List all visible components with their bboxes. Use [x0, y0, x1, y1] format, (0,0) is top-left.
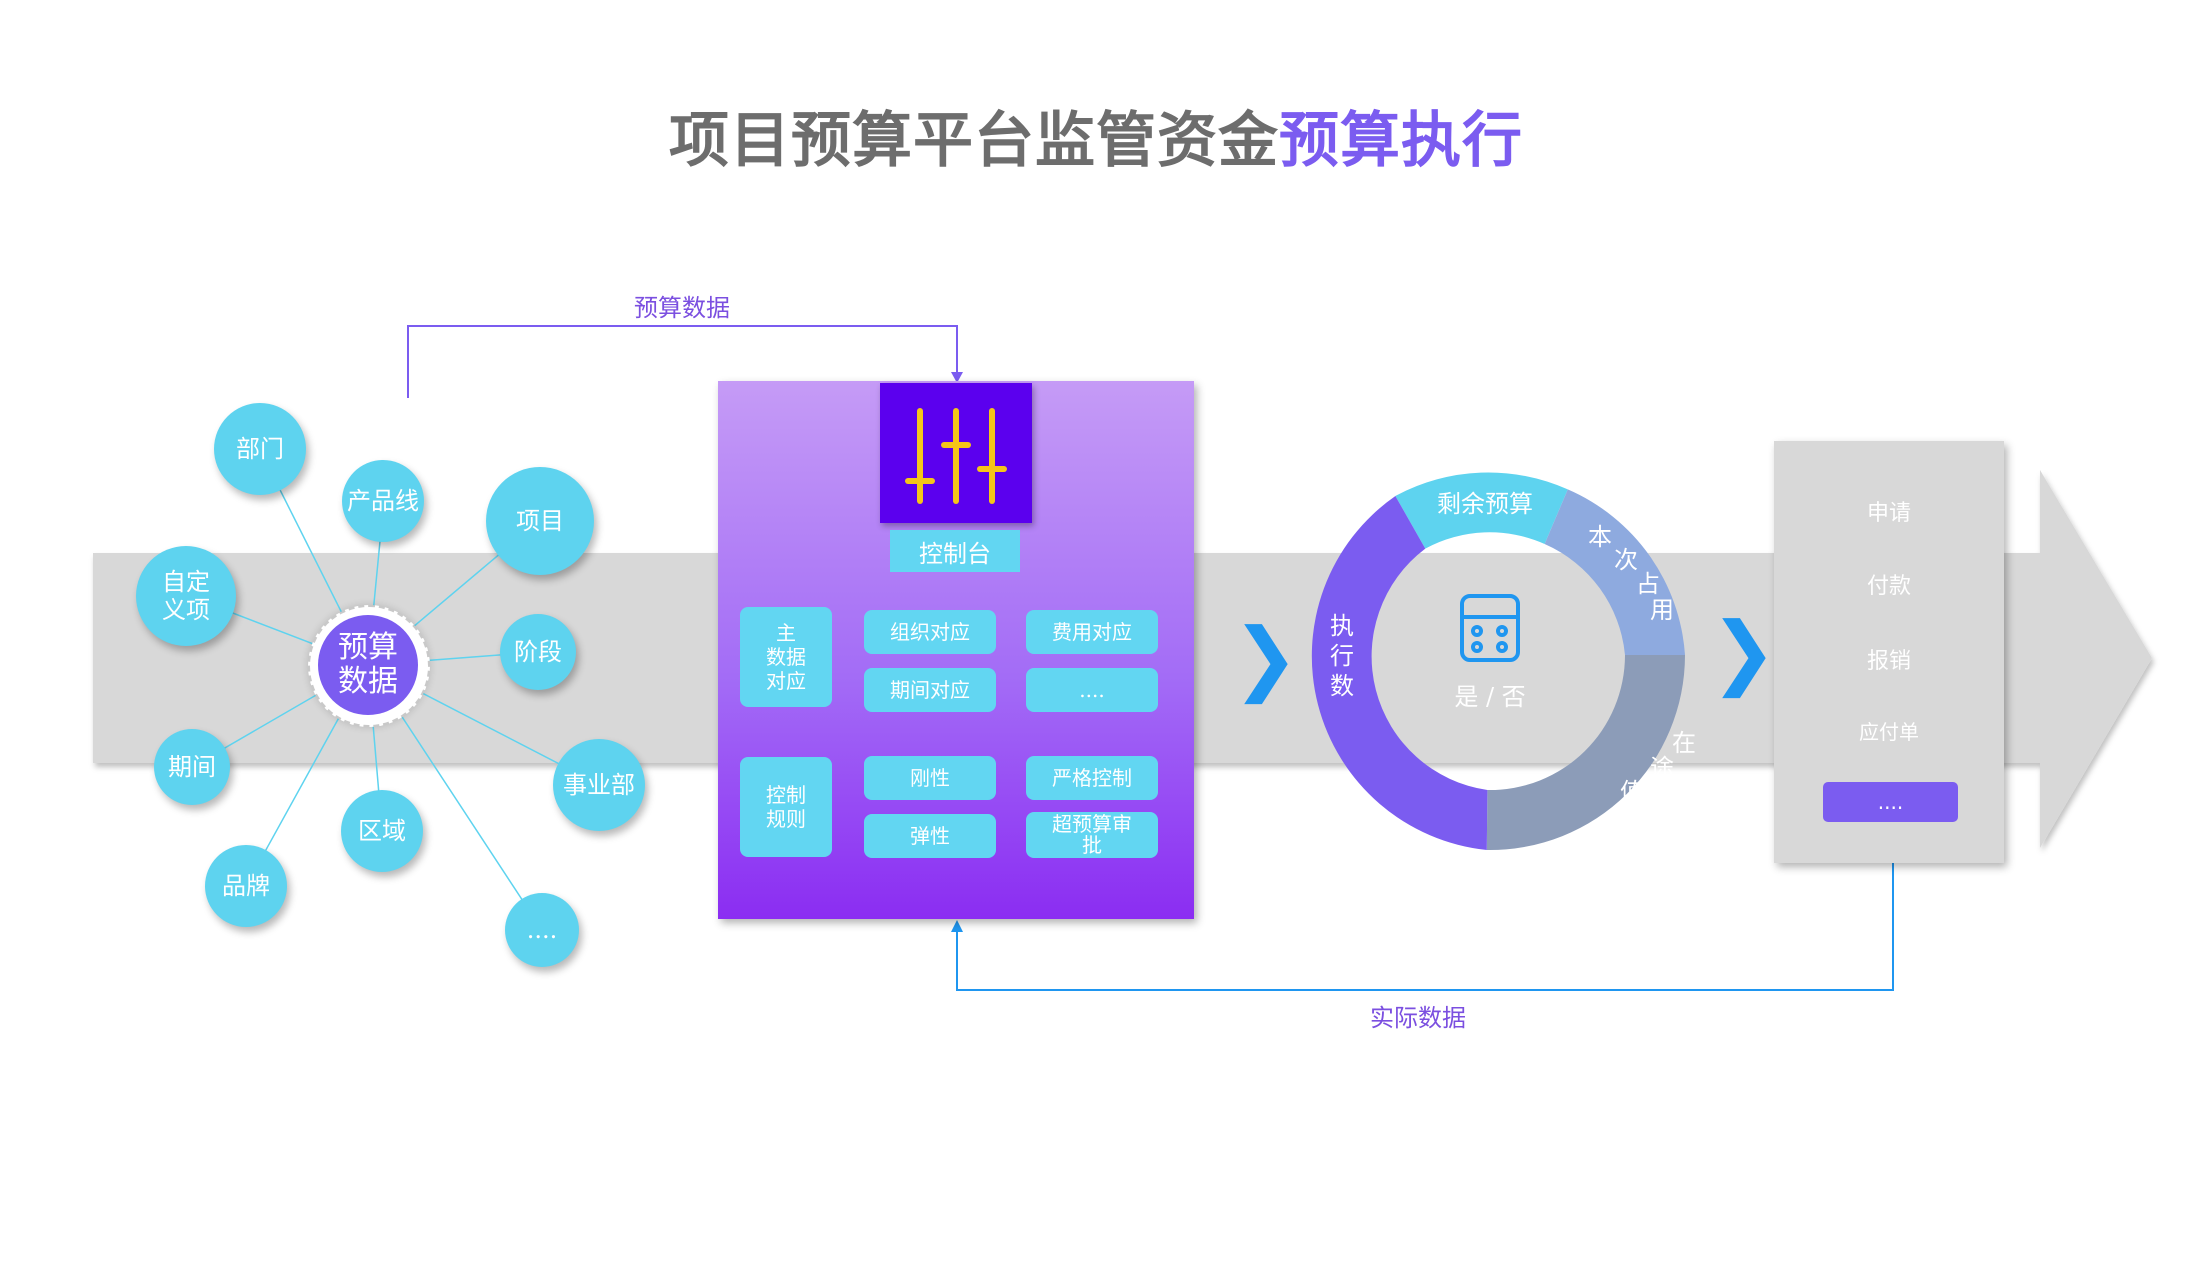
doc-reimbursement[interactable]: 报销 [1866, 649, 1911, 674]
sliders-icon [905, 408, 1007, 504]
console-label: 控制台 [890, 530, 1020, 572]
donut-segment-transit [1486, 655, 1686, 851]
yes-no-indicator: 是 / 否 [1454, 683, 1526, 711]
budget-data-label: 预算数据 [634, 294, 730, 322]
chevron-right-icon: ❯ [1232, 611, 1300, 704]
budget-data-connector [407, 325, 958, 398]
donut-arc-labels: 本次占用 在途值 执行数 [1330, 523, 1696, 806]
node-custom-item: 自定 义项 [136, 546, 236, 646]
title-part-1: 项目预算平台监管资金 [669, 106, 1279, 176]
flexible-rule-button[interactable]: 弹性 [864, 814, 996, 858]
org-mapping-button[interactable]: 组织对应 [864, 610, 996, 654]
doc-payable[interactable]: 应付单 [1859, 720, 1919, 744]
segment-label-executed: 执行数 [1330, 612, 1354, 700]
hub-center-budget-data: 预算 数据 [318, 615, 418, 715]
budget-data-arrowhead [951, 372, 963, 383]
donut-segment-current [1544, 489, 1685, 655]
doc-payment[interactable]: 付款 [1866, 574, 1911, 599]
calculator-icon [1460, 594, 1520, 662]
console-tile [880, 383, 1032, 523]
node-more: .... [505, 893, 579, 967]
doc-application[interactable]: 申请 [1866, 501, 1911, 526]
period-mapping-button[interactable]: 期间对应 [864, 668, 996, 712]
segment-label-remaining: 剩余预算 [1437, 490, 1533, 518]
actual-data-arrowhead [951, 920, 963, 932]
donut-segment-executed [1311, 496, 1488, 850]
node-project: 项目 [486, 467, 594, 575]
actual-data-connector [956, 863, 1894, 991]
segment-label-transit: 在途值 [1620, 729, 1696, 806]
more-mapping-button[interactable]: .... [1026, 668, 1158, 712]
node-business-unit: 事业部 [553, 739, 645, 831]
node-department: 部门 [214, 403, 306, 495]
node-stage: 阶段 [500, 614, 576, 690]
control-rules-box: 控制 规则 [740, 757, 832, 857]
expense-mapping-button[interactable]: 费用对应 [1026, 610, 1158, 654]
page-title: 项目预算平台监管资金预算执行 [0, 92, 2192, 179]
rigid-rule-button[interactable]: 刚性 [864, 756, 996, 800]
strict-control-button[interactable]: 严格控制 [1026, 756, 1158, 800]
master-data-mapping-box: 主 数据 对应 [740, 607, 832, 707]
over-budget-approval-button[interactable]: 超预算审 批 [1026, 812, 1158, 858]
node-period: 期间 [154, 729, 230, 805]
budget-donut [1311, 472, 1686, 851]
chevron-right-icon-2: ❯ [1710, 605, 1778, 698]
segment-label-current: 本次占用 [1588, 523, 1674, 624]
node-brand: 品牌 [205, 845, 287, 927]
more-documents-button[interactable]: .... [1823, 782, 1958, 822]
actual-data-label: 实际数据 [1370, 1004, 1466, 1032]
donut-segment-remaining [1395, 472, 1568, 549]
title-part-2: 预算执行 [1279, 106, 1523, 176]
node-region: 区域 [341, 790, 423, 872]
node-product-line: 产品线 [342, 460, 424, 542]
